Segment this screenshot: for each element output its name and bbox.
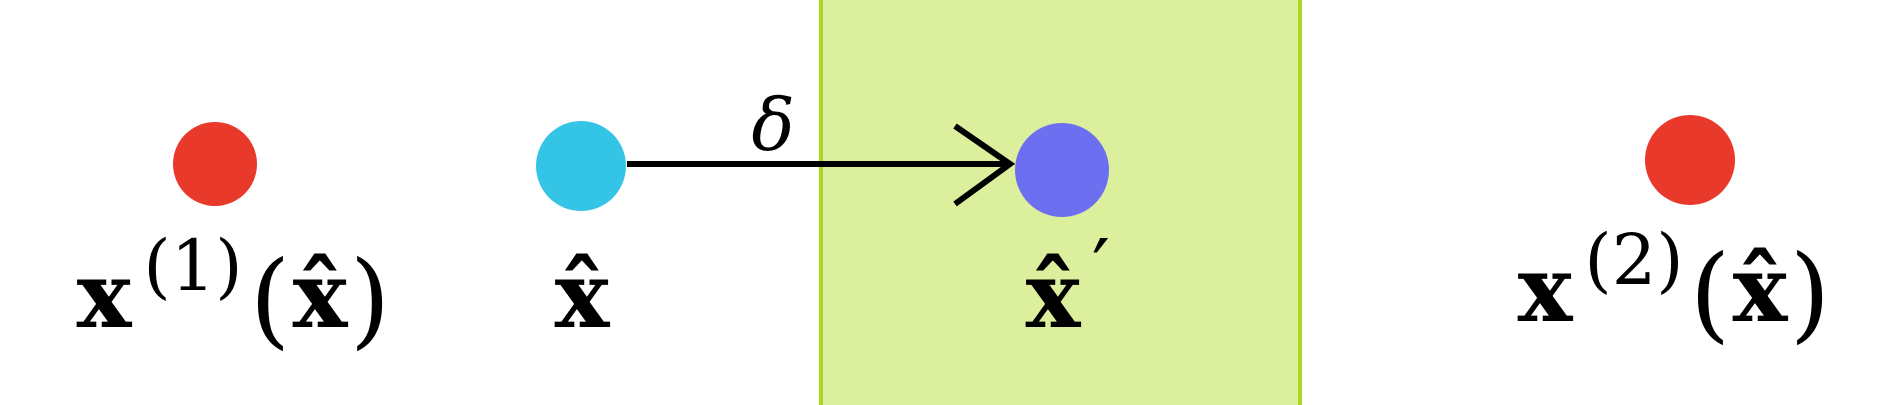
label-xhat-prime: x̂ ′: [1026, 222, 1111, 349]
label-x2-superscript: (2): [1584, 219, 1683, 301]
label-xhat-prime-base: x̂: [1026, 241, 1082, 349]
point-xhat: [536, 121, 626, 211]
label-x2-base: x: [1518, 235, 1574, 343]
label-x2-arg-open: (: [1690, 232, 1731, 354]
label-x2: x (2) ( x̂ ): [1518, 219, 1831, 354]
delta-label: δ: [751, 83, 794, 167]
label-x1-arg-close: ): [350, 238, 391, 360]
point-xhat-prime: [1015, 123, 1109, 217]
label-xhat-prime-mark: ′: [1092, 222, 1110, 315]
label-x1-arg: x̂: [293, 241, 349, 349]
label-xhat: x̂: [555, 241, 611, 349]
label-x1: x (1) ( x̂ ): [77, 225, 391, 360]
label-x1-superscript: (1): [143, 225, 242, 307]
point-x2: [1645, 115, 1735, 205]
point-x1: [173, 122, 257, 206]
label-x2-arg-close: ): [1790, 232, 1831, 354]
label-x2-arg: x̂: [1733, 235, 1789, 343]
delta-arrow-head: [953, 123, 1016, 207]
label-x1-base: x: [77, 241, 133, 349]
label-x1-arg-open: (: [250, 238, 291, 360]
